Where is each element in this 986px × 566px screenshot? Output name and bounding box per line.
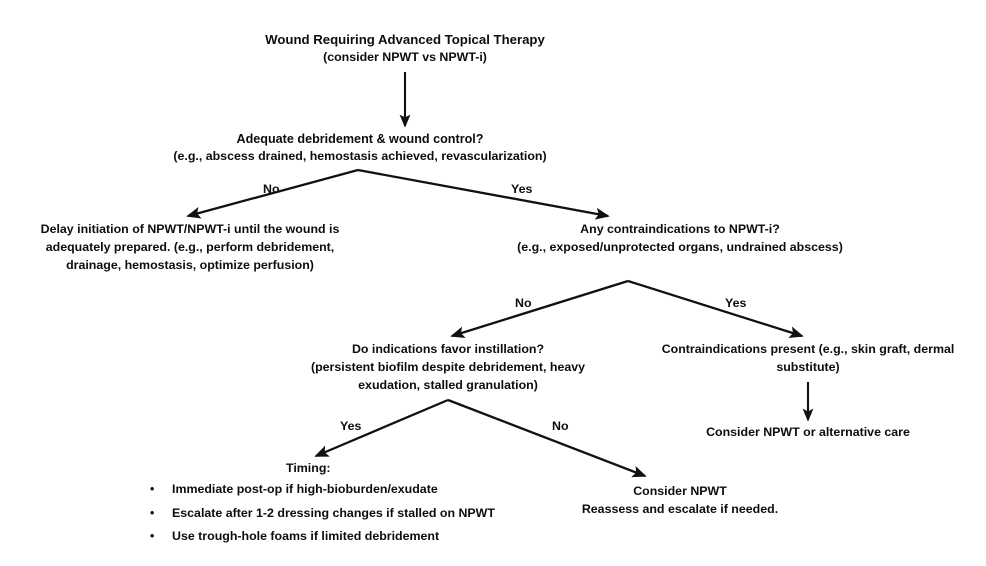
node-consider-alt-line-1: Consider NPWT or alternative care <box>706 425 910 439</box>
node-consider-npwt-reassess: Consider NPWT Reassess and escalate if n… <box>520 483 840 519</box>
node-timing-bullets: • Immediate post-op if high-bioburden/ex… <box>146 478 495 549</box>
list-item: • Use trough-hole foams if limited debri… <box>146 525 495 549</box>
bullet-icon: • <box>150 482 155 496</box>
timing-bullet-text: Use trough-hole foams if limited debride… <box>172 529 440 544</box>
node-delay-line-3: drainage, hemostasis, optimize perfusion… <box>66 257 314 272</box>
node-contra-q-line-2: (e.g., exposed/unprotected organs, undra… <box>517 239 843 254</box>
node-adequacy-line-1: Adequate debridement & wound control? <box>236 132 484 146</box>
edge-adequacy-yes <box>357 168 610 220</box>
timing-bullet-text: Escalate after 1-2 dressing changes if s… <box>172 505 495 520</box>
node-delay-line-2: adequately prepared. (e.g., perform debr… <box>45 239 335 254</box>
node-do-indications-favor: Do indications favor instillation? (pers… <box>248 341 648 395</box>
branch-label-indications-no: No <box>552 419 569 433</box>
node-title-line-2: (consider NPWT vs NPWT-i) <box>323 50 487 65</box>
node-indications-line-3: exudation, stalled granulation) <box>358 377 538 392</box>
bullet-icon: • <box>150 505 155 520</box>
edge-indications-yes <box>314 398 449 458</box>
node-contraindications-present: Contraindications present (e.g., skin gr… <box>638 341 978 377</box>
branch-label-contra-no: No <box>515 296 532 310</box>
edge-contra-no <box>450 279 629 339</box>
edge-indications-no <box>447 398 647 478</box>
node-consider-npwt-or-alternative: Consider NPWT or alternative care <box>638 424 978 442</box>
branch-label-adequacy-yes: Yes <box>511 182 533 196</box>
node-delay-initiation: Delay initiation of NPWT/NPWT-i until th… <box>0 221 380 275</box>
node-timing-heading: Timing: <box>286 461 331 475</box>
list-item: • Immediate post-op if high-bioburden/ex… <box>146 478 495 502</box>
node-indications-line-1: Do indications favor instillation? <box>351 342 545 356</box>
node-contra-q-line-1: Any contraindications to NPWT-i? <box>580 222 780 236</box>
node-consider-npwt-line-2: Reassess and escalate if needed. <box>581 501 779 516</box>
bullet-icon: • <box>150 529 155 544</box>
node-adequate-debridement: Adequate debridement & wound control? (e… <box>0 130 720 166</box>
node-contra-present-line-1: Contraindications present (e.g., skin gr… <box>661 342 955 356</box>
edge-contra-yes <box>627 279 804 338</box>
node-wound-requiring-therapy: Wound Requiring Advanced Topical Therapy… <box>0 30 810 67</box>
node-any-contraindications: Any contraindications to NPWT-i? (e.g., … <box>480 221 880 257</box>
timing-bullet-text: Immediate post-op if high-bioburden/exud… <box>172 482 438 496</box>
branch-label-contra-yes: Yes <box>725 296 747 310</box>
branch-label-adequacy-no: No <box>263 182 280 196</box>
branch-label-indications-yes: Yes <box>340 419 362 433</box>
node-title-line-1: Wound Requiring Advanced Topical Therapy <box>265 32 545 47</box>
list-item: • Escalate after 1-2 dressing changes if… <box>146 502 495 526</box>
node-consider-npwt-line-1: Consider NPWT <box>633 484 727 498</box>
node-contra-present-line-2: substitute) <box>776 359 840 374</box>
node-delay-line-1: Delay initiation of NPWT/NPWT-i until th… <box>40 222 340 236</box>
node-indications-line-2: (persistent biofilm despite debridement,… <box>310 359 586 374</box>
node-adequacy-line-2: (e.g., abscess drained, hemostasis achie… <box>173 149 547 164</box>
